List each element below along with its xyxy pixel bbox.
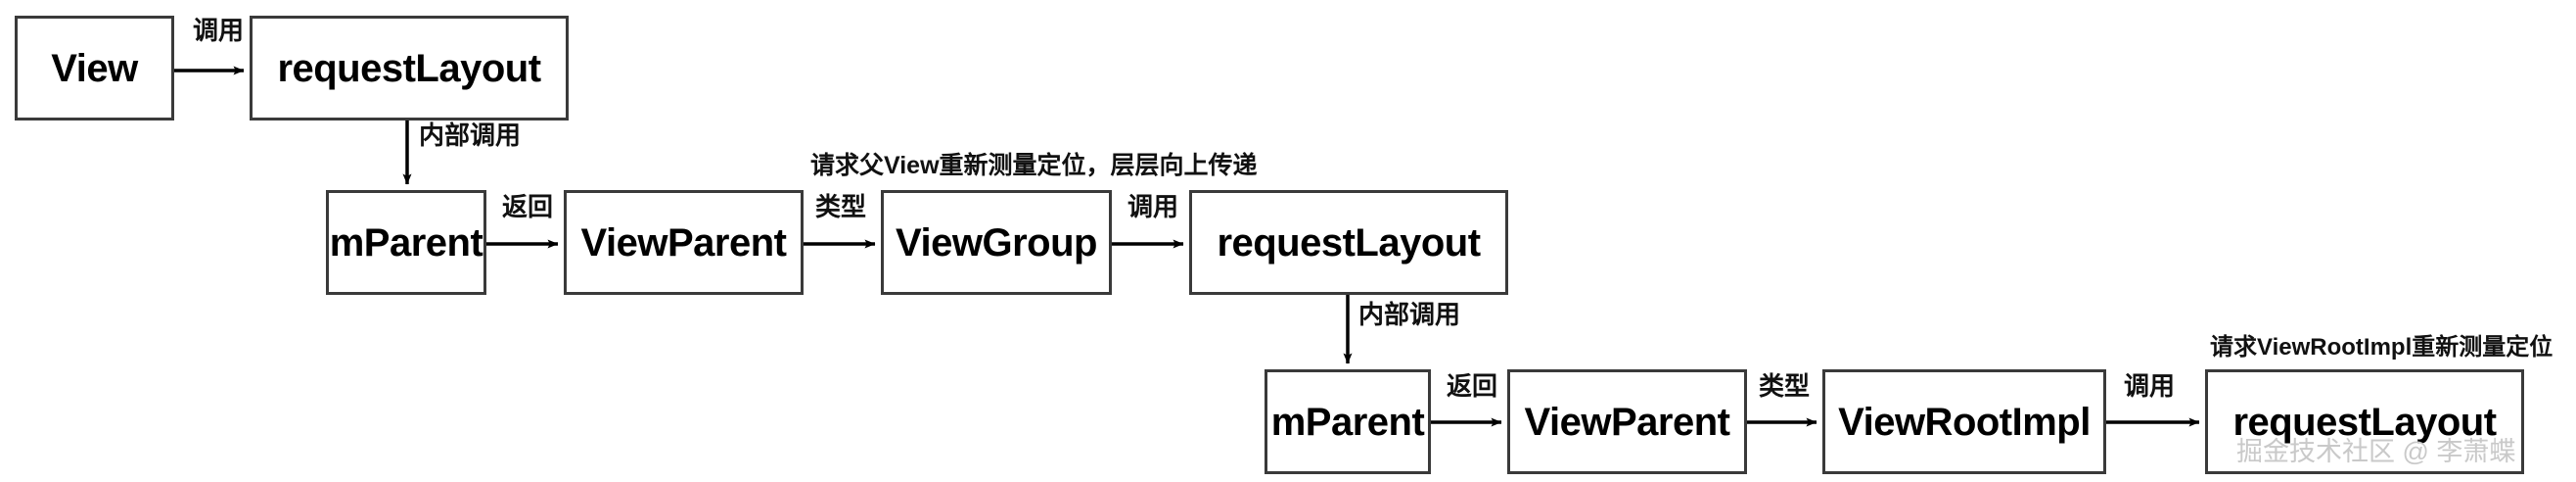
node-view-label: View — [51, 46, 138, 90]
node-viewrootimpl[interactable]: ViewRootImpl — [1822, 369, 2106, 474]
node-viewparent-1-label: ViewParent — [580, 220, 787, 265]
node-request-layout-viewrootimpl-label: requestLayout — [2232, 400, 2497, 444]
edge-label-view-to-request-layout: 调用 — [193, 16, 245, 45]
node-view[interactable]: View — [15, 16, 174, 120]
edge-label-viewparent-1-to-viewgroup: 类型 — [815, 192, 867, 221]
note-request-parent-view-remeasure: 请求父View重新测量定位，层层向上传递 — [810, 152, 1258, 179]
node-mparent-1-label: mParent — [329, 220, 483, 265]
watermark: 掘金技术社区 @ 李萧蝶 — [2236, 437, 2516, 466]
node-viewparent-2-label: ViewParent — [1524, 400, 1730, 444]
node-viewparent-2[interactable]: ViewParent — [1507, 369, 1747, 474]
edge-label-request-layout-to-mparent-2: 内部调用 — [1358, 300, 1461, 329]
node-viewgroup[interactable]: ViewGroup — [881, 190, 1112, 295]
note-request-viewrootimpl-remeasure: 请求ViewRootImpl重新测量定位 — [2210, 334, 2553, 361]
node-request-layout-viewgroup-label: requestLayout — [1217, 220, 1481, 265]
node-request-layout-view-label: requestLayout — [277, 46, 541, 90]
node-viewparent-1[interactable]: ViewParent — [564, 190, 804, 295]
edge-label-mparent-2-to-viewparent-2: 返回 — [1447, 371, 1498, 401]
node-mparent-2-label: mParent — [1270, 400, 1425, 444]
node-request-layout-view[interactable]: requestLayout — [250, 16, 569, 120]
edge-label-viewgroup-to-request-layout: 调用 — [1127, 192, 1179, 221]
node-viewgroup-label: ViewGroup — [896, 220, 1097, 265]
edge-label-viewrootimpl-to-request-layout: 调用 — [2124, 371, 2176, 401]
node-mparent-2[interactable]: mParent — [1265, 369, 1431, 474]
node-request-layout-viewgroup[interactable]: requestLayout — [1189, 190, 1508, 295]
edge-label-request-layout-to-mparent-1: 内部调用 — [419, 120, 522, 150]
edge-label-viewparent-2-to-viewrootimpl: 类型 — [1759, 371, 1811, 401]
node-request-layout-viewrootimpl[interactable]: requestLayout — [2205, 369, 2524, 474]
edge-label-mparent-1-to-viewparent-1: 返回 — [502, 192, 554, 221]
node-mparent-1[interactable]: mParent — [326, 190, 486, 295]
node-viewrootimpl-label: ViewRootImpl — [1838, 400, 2091, 444]
